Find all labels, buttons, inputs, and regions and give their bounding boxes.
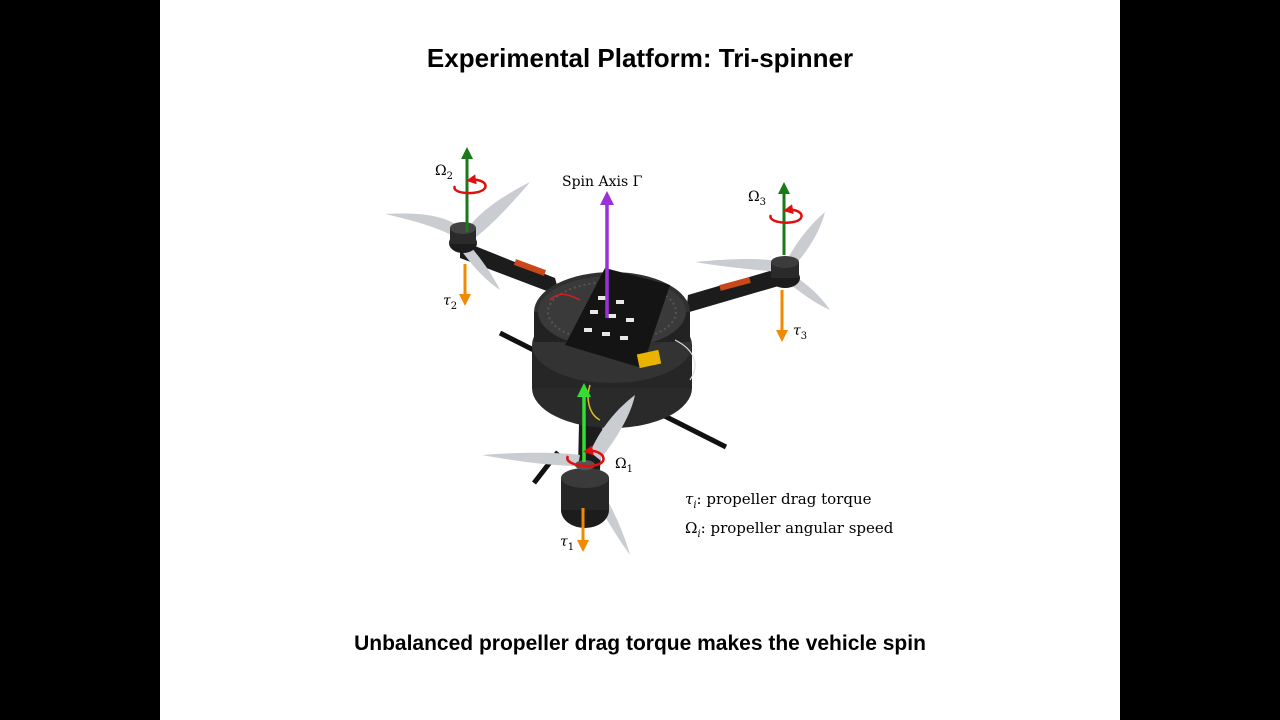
rotor-1-annotations: Ω1 τ1: [560, 383, 633, 553]
rotation-ring-2: [453, 174, 487, 195]
rotor-2: [385, 182, 530, 290]
rotation-ring-1: [566, 445, 605, 468]
slide: Experimental Platform: Tri-spinner: [160, 0, 1120, 720]
central-body: [532, 268, 696, 428]
omega-2-label: Ω2: [435, 163, 453, 182]
legend: τi: propeller drag torque Ωi: propeller …: [685, 490, 894, 540]
tau-3-label: τ3: [793, 323, 807, 342]
slide-title: Experimental Platform: Tri-spinner: [426, 43, 854, 73]
tri-spinner-diagram: Spin Axis Γ Ω2 τ2 Ω3 τ3 Ω1 τ1 τ: [385, 147, 894, 555]
rotation-ring-3: [769, 204, 803, 224]
spin-axis-label: Spin Axis Γ: [562, 174, 643, 190]
slide-caption: Unbalanced propeller drag torque makes t…: [354, 632, 926, 655]
rotor-3-annotations: Ω3 τ3: [748, 182, 807, 342]
tau-2-label: τ2: [443, 293, 457, 312]
tau-1-label: τ1: [560, 534, 574, 553]
legend-item-tau: τi: propeller drag torque: [685, 490, 872, 511]
omega-3-label: Ω3: [748, 189, 766, 208]
rotor-1: [482, 395, 635, 555]
spin-axis: Spin Axis Γ: [562, 174, 643, 318]
legend-item-omega: Ωi: propeller angular speed: [685, 519, 894, 540]
rotor-2-annotations: Ω2 τ2: [435, 147, 487, 312]
rotor-3: [695, 212, 830, 310]
omega-1-label: Ω1: [615, 456, 633, 475]
